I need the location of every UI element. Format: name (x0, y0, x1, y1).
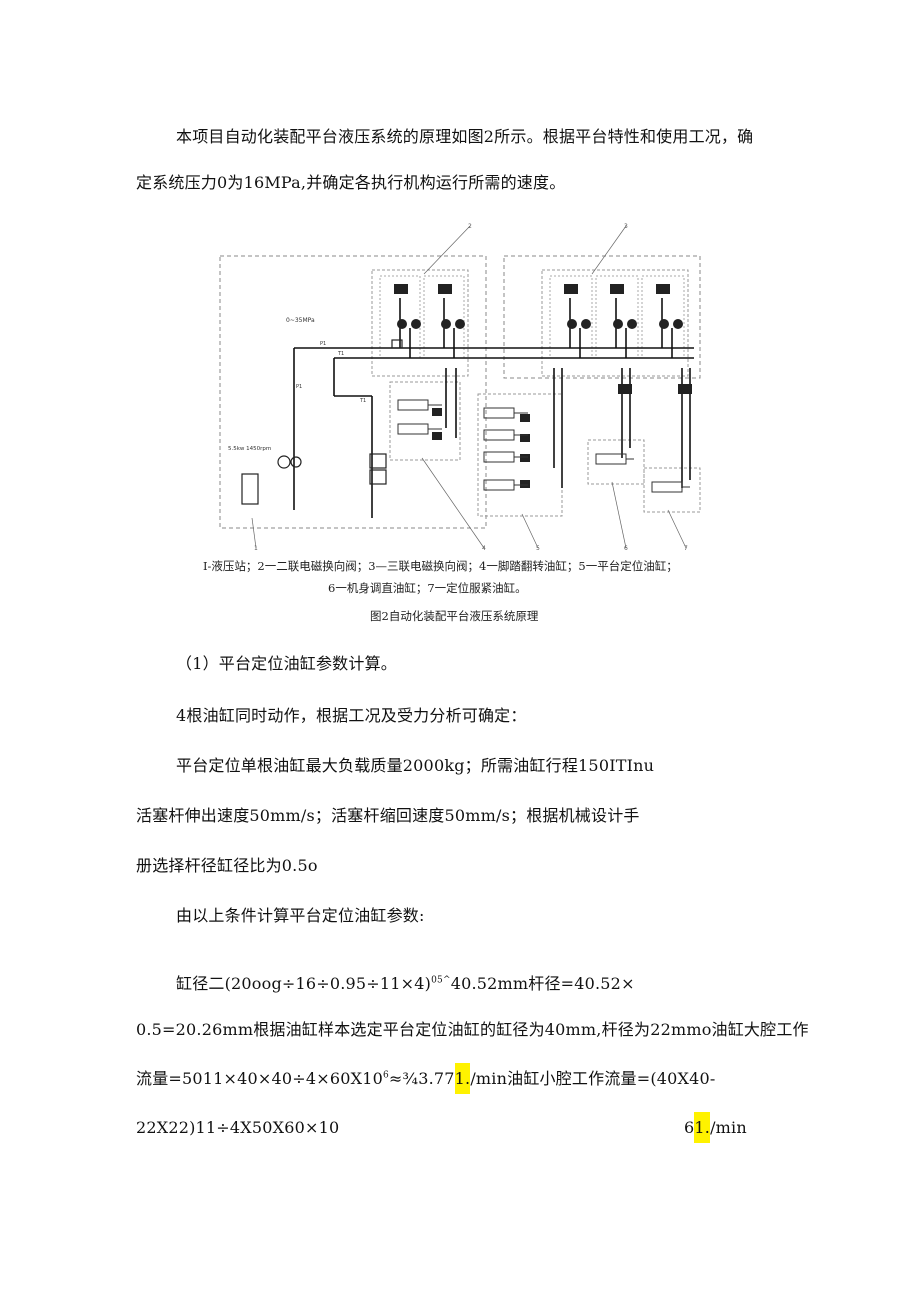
formula-3-part-a: 流量=5011×40×40÷4×60X10 (136, 1069, 383, 1088)
callout-4: 4 (482, 545, 486, 552)
pressure-label: 0~35MPa (286, 317, 315, 324)
formula-4-part-c: /min (710, 1118, 747, 1137)
line-label-t1: T1 (337, 351, 344, 357)
callout-3: 3 (624, 223, 628, 230)
formula-line-2: 0.5=20.26mm根据油缸样本选定平台定位油缸的缸径为40mm,杆径为22m… (136, 1020, 809, 1039)
figure-title: 图2自动化装配平台液压系统原理 (370, 609, 539, 623)
formula-line-4-result: 61./min (684, 1112, 747, 1143)
paragraph-2-line-3: 册选择杆径缸径比为0.5o (136, 856, 318, 875)
callout-7: 7 (684, 545, 688, 552)
motor-label: 5.5kw 1450rpm (228, 446, 271, 452)
line-label-p1: P1 (320, 341, 326, 347)
formula-1-part-a: 缸径二(20oog÷16÷0.95÷11×4) (176, 974, 432, 993)
hydraulic-schematic-diagram: 0~35MPa P1 T1 P1 T1 5.5kw 1450rpm 1 2 3 … (219, 223, 701, 552)
formula-line-4: 22X22)11÷4X50X60×10 (136, 1118, 340, 1137)
line-label-t1-b: T1 (359, 398, 366, 404)
callout-5: 5 (536, 545, 540, 552)
callout-1: 1 (254, 545, 258, 552)
paragraph-2-line-2: 活塞杆伸出速度50mm/s；活塞杆缩回速度50mm/s；根据机械设计手 (136, 806, 640, 825)
formula-1-part-b: 40.52mm杆径=40.52× (450, 974, 635, 993)
formula-4-highlight: 1. (694, 1112, 711, 1143)
formula-line-1: 缸径二(20oog÷16÷0.95÷11×4)05^40.52mm杆径=40.5… (176, 974, 635, 995)
callout-2: 2 (468, 223, 472, 230)
intro-line-2: 定系统压力0为16MPa,并确定各执行机构运行所需的速度。 (136, 173, 566, 192)
formula-3-part-c: /min油缸小腔工作流量=(40X40- (470, 1069, 716, 1088)
figure-caption-line-1: I-液压站；2一二联电磁换向阀；3—三联电磁换向阀；4一脚踏翻转油缸；5一平台定… (203, 559, 678, 573)
paragraph-2-line-1: 平台定位单根油缸最大负载质量2000kg；所需油缸行程150ITInu (176, 756, 655, 775)
figure-caption-line-2: 6一机身调直油缸；7一定位服紧油缸。 (328, 581, 527, 595)
formula-line-3: 流量=5011×40×40÷4×60X106≈¾3.771./min油缸小腔工作… (136, 1063, 716, 1094)
paragraph-3: 由以上条件计算平台定位油缸参数: (176, 906, 425, 925)
line-label-p1-b: P1 (296, 384, 302, 390)
callout-6: 6 (624, 545, 628, 552)
formula-3-highlight: 1. (454, 1063, 471, 1094)
intro-line-1: 本项目自动化装配平台液压系统的原理如图2所示。根据平台特性和使用工况，确 (176, 127, 754, 146)
section-heading: （1）平台定位油缸参数计算。 (176, 654, 397, 673)
formula-4-part-b: 6 (684, 1118, 695, 1137)
formula-1-exponent: 05^ (431, 975, 451, 986)
paragraph-1: 4根油缸同时动作，根据工况及受力分析可确定： (176, 706, 527, 725)
formula-3-exponent: 6 (382, 1070, 389, 1081)
formula-3-part-b: ≈¾3.77 (388, 1069, 455, 1088)
